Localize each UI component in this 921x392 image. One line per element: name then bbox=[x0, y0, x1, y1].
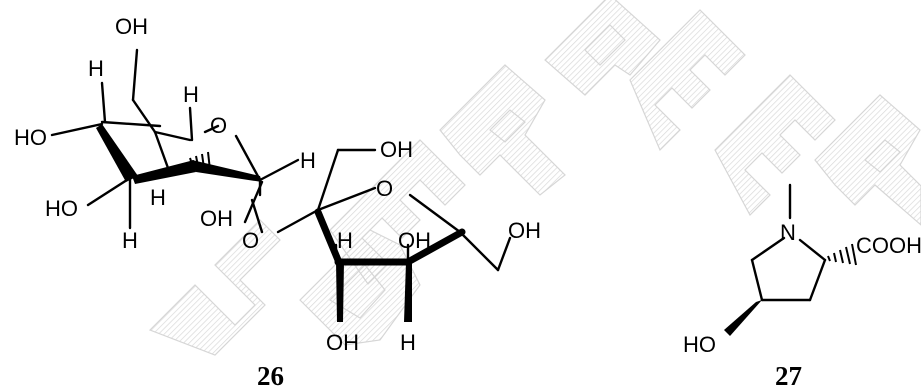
atom-h-ring: H bbox=[183, 82, 199, 107]
wedge-bond bbox=[96, 124, 138, 182]
bold-bond bbox=[404, 228, 466, 266]
wedge-bond bbox=[132, 160, 196, 184]
hashed-bond bbox=[827, 243, 857, 266]
atom-h-bottom-right: H bbox=[400, 330, 416, 355]
bond bbox=[250, 198, 264, 234]
atom-o-glycosidic: O bbox=[242, 228, 259, 253]
compound-27: N COOH HO 27 bbox=[683, 183, 921, 391]
bond bbox=[86, 176, 132, 207]
bond bbox=[750, 236, 786, 262]
atom-n-ring: N bbox=[780, 220, 796, 245]
atom-oh-right-top: OH bbox=[380, 137, 413, 162]
bond bbox=[188, 106, 194, 142]
bond bbox=[153, 130, 192, 142]
bond bbox=[243, 180, 264, 224]
bond bbox=[153, 130, 170, 170]
wedge-bond bbox=[404, 262, 412, 322]
atom-ho-lower-left: HO bbox=[45, 196, 78, 221]
atom-oh-top: OH bbox=[115, 14, 148, 39]
bond bbox=[316, 186, 377, 212]
atom-ho: HO bbox=[683, 332, 716, 357]
hashed-bond bbox=[189, 151, 211, 171]
atom-o-furan: O bbox=[376, 176, 393, 201]
bond bbox=[203, 124, 220, 134]
atom-h-furan: H bbox=[337, 228, 353, 253]
atom-h-bottom-left: H bbox=[122, 228, 138, 253]
compound-26: OH H H O HO H OH HO H OH O O H OH OH H O… bbox=[14, 14, 541, 391]
atom-o-ring: O bbox=[210, 113, 227, 138]
atom-oh-furan-right: OH bbox=[508, 218, 541, 243]
wedge-bond bbox=[724, 300, 762, 336]
bond bbox=[750, 258, 764, 302]
bond bbox=[100, 81, 107, 124]
bond bbox=[50, 122, 104, 137]
bond bbox=[100, 120, 162, 128]
atom-h-top: H bbox=[88, 56, 104, 81]
bond bbox=[316, 148, 340, 212]
bond bbox=[276, 208, 320, 234]
bold-bond bbox=[314, 208, 342, 264]
atom-cooh: COOH bbox=[856, 233, 921, 258]
bond bbox=[258, 158, 300, 182]
bond bbox=[496, 236, 512, 272]
bond bbox=[798, 238, 827, 262]
compound-number-27: 27 bbox=[775, 361, 802, 391]
compound-number-26: 26 bbox=[257, 361, 284, 391]
atom-oh-bottom: OH bbox=[326, 330, 359, 355]
atom-h-anomeric: H bbox=[300, 148, 316, 173]
bond bbox=[808, 258, 827, 302]
bond bbox=[234, 134, 262, 182]
bond bbox=[131, 98, 157, 134]
bond bbox=[131, 48, 139, 102]
bond bbox=[458, 230, 500, 272]
bond bbox=[408, 193, 462, 234]
atom-oh-lower-mid: OH bbox=[200, 206, 233, 231]
atom-h-lower-mid: H bbox=[150, 185, 166, 210]
wedge-bond bbox=[336, 262, 344, 322]
atom-ho-left: HO bbox=[14, 125, 47, 150]
atom-oh-furan: OH bbox=[398, 228, 431, 253]
